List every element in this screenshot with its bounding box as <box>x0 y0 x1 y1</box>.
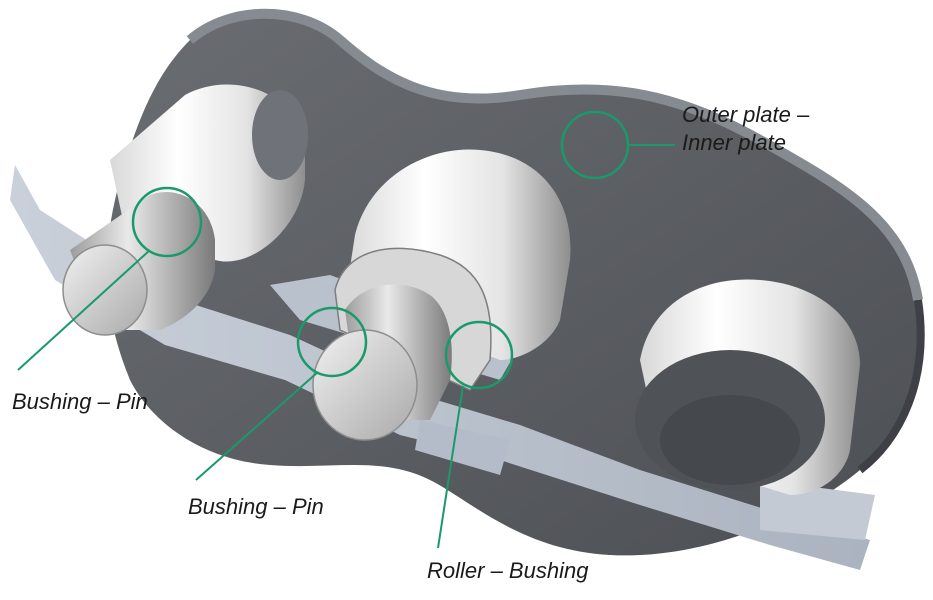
callout-bushing-pin-center <box>195 306 368 481</box>
callout-bushing-pin-left <box>17 186 203 371</box>
label-outer-plate-line: Outer plate – <box>682 102 810 127</box>
center-pin <box>312 284 452 441</box>
callout-outer-inner <box>560 110 675 180</box>
label-bushing-pin-center: Bushing – Pin <box>188 494 324 519</box>
label-bushing-pin-left: Bushing – Pin <box>12 389 148 414</box>
label-roller-bushing: Roller – Bushing <box>427 558 589 583</box>
right-roller <box>635 279 860 495</box>
label-inner-plate-line: Inner plate <box>682 130 786 155</box>
callout-roller-bushing <box>437 320 514 549</box>
label-outer-inner-plate: Outer plate – Inner plate <box>682 101 809 157</box>
